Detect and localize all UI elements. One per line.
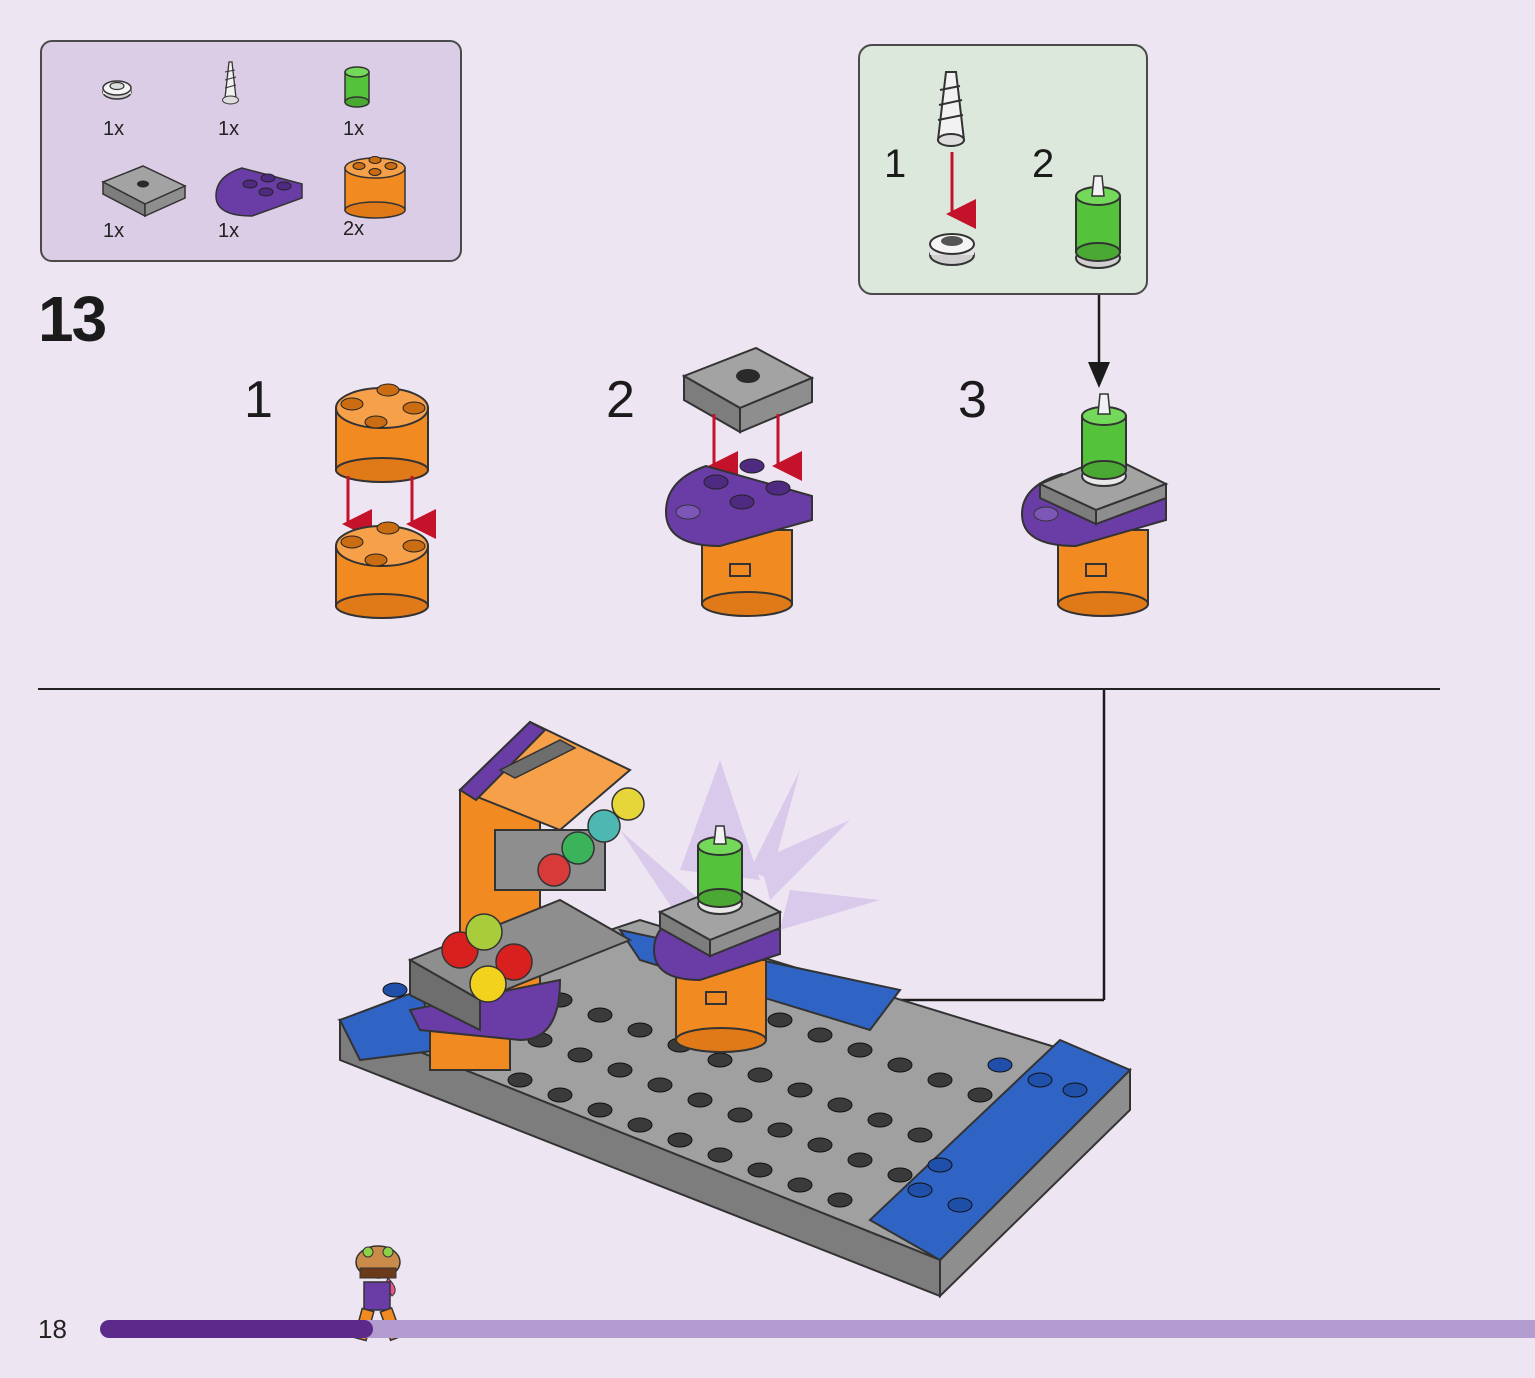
substep-2-art	[664, 346, 815, 617]
substep-label-3: 3	[958, 371, 987, 429]
part-plate-gray-jumper: 1x	[97, 160, 207, 260]
part-cone-spiral-white: 1x	[212, 58, 322, 158]
page-number: 18	[38, 1314, 67, 1344]
part-qty: 1x	[343, 118, 365, 140]
part-qty: 1x	[103, 220, 125, 242]
part-qty: 1x	[218, 118, 240, 140]
progress-bar	[100, 1320, 1535, 1338]
part-round-brick-orange: 2x	[337, 150, 447, 250]
sub-assembly-label-2: 2	[1032, 142, 1055, 186]
spiral-cone-part	[936, 71, 966, 147]
part-qty: 1x	[218, 220, 240, 242]
substep-label-1: 1	[244, 371, 273, 429]
part-qty: 1x	[103, 118, 125, 140]
gray-plate-icon	[101, 165, 187, 218]
round-plate-icon	[102, 80, 132, 100]
part-plate-purple-rounded: 1x	[212, 154, 322, 254]
substep-label-2: 2	[606, 371, 635, 429]
part-qty: 2x	[343, 218, 365, 240]
parts-list-box: 1x 1x 1x 1x	[40, 40, 462, 262]
section-divider	[38, 688, 1440, 690]
round-brick-green-icon	[344, 66, 370, 108]
spiral-cone-icon	[222, 61, 239, 105]
green-stack-part	[1075, 175, 1121, 269]
substep-3-art	[1020, 393, 1169, 617]
part-round-plate-white: 1x	[97, 62, 207, 162]
mascot-character-icon	[353, 1245, 403, 1342]
substep-1-art	[335, 383, 436, 619]
step-number: 13	[38, 283, 107, 355]
sub-assembly-label-1: 1	[884, 142, 907, 186]
round-plate-part	[929, 233, 975, 266]
purple-plate-icon	[215, 167, 303, 217]
part-round-brick-green: 1x	[337, 62, 447, 162]
round-brick-orange-icon	[344, 156, 406, 219]
progress-fill	[100, 1320, 373, 1338]
main-model-art	[337, 720, 1132, 1299]
black-arrow-icon	[1088, 362, 1110, 388]
